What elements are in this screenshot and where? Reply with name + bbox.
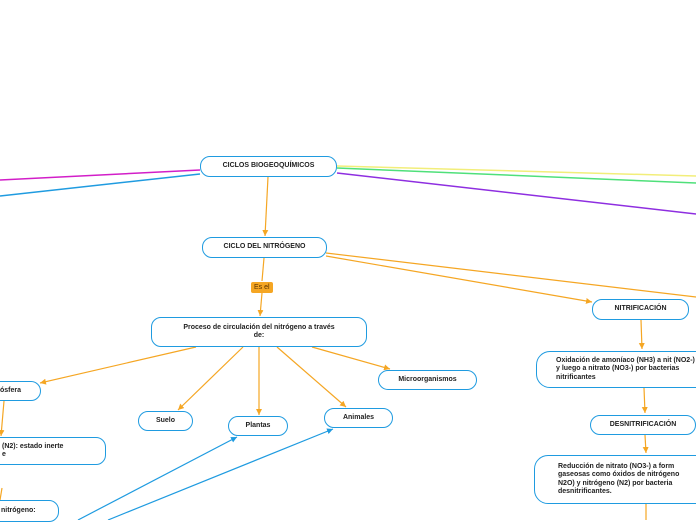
node-ciclo-nitrogeno[interactable]: CICLO DEL NITRÓGENO — [202, 237, 327, 258]
branch-yellow — [336, 165, 696, 177]
node-n2-text: (N2): estado inerte e — [2, 443, 63, 460]
node-fijacion-label: nitrógeno: — [1, 506, 36, 514]
branch-purple — [336, 172, 696, 215]
node-oxidacion-amoniaco[interactable]: Oxidación de amoníaco (NH3) a nit (NO2-)… — [536, 351, 696, 388]
arrow-oxidacion-desnitrificacion — [641, 387, 648, 414]
node-plantas[interactable]: Plantas — [228, 416, 288, 436]
arrow-nitrogeno-nitrificacion — [325, 255, 593, 304]
branch-green — [336, 167, 696, 184]
arrow-n2-fijacion — [0, 487, 3, 501]
node-desnitrificacion[interactable]: DESNITRIFICACIÓN — [590, 415, 696, 435]
node-fijacion-nitrogeno[interactable]: nitrógeno: — [0, 500, 59, 522]
arrow-fijacion-animales — [107, 428, 334, 520]
node-suelo-label: Suelo — [155, 416, 176, 424]
node-desnitrificacion-label: DESNITRIFICACIÓN — [609, 420, 677, 428]
node-ciclos-label: CICLOS BIOGEOQUÍMICOS — [222, 162, 315, 170]
node-ciclos-biogeoquimicos[interactable]: CICLOS BIOGEOQUÍMICOS — [200, 156, 337, 177]
node-atmosfera-label: ósfera — [0, 386, 21, 394]
node-plantas-label: Plantas — [245, 421, 271, 429]
node-nitrogeno-label: CICLO DEL NITRÓGENO — [223, 243, 306, 251]
node-n2-label: (N2): estado inerte — [2, 442, 64, 450]
arrow-proceso-microorganismos — [311, 346, 391, 371]
node-oxidacion-label: Oxidación de amoníaco (NH3) a nit (NO2-)… — [556, 356, 695, 381]
arrow-proceso-animales — [276, 346, 347, 408]
node-reduccion-nitrato[interactable]: Reducción de nitrato (NO3-) a form gaseo… — [534, 455, 696, 504]
label-es-el: Es el — [251, 282, 273, 293]
node-microorganismos-label: Microorganismos — [398, 375, 457, 383]
branch-magenta — [0, 169, 201, 181]
arrow-ciclos-nitrogeno — [262, 176, 269, 237]
arrow-nitrogeno-tag — [261, 257, 265, 282]
arrow-proceso-suelo — [177, 346, 244, 411]
node-proceso-circulacion[interactable]: Proceso de circulación del nitrógeno a t… — [151, 317, 367, 347]
arrow-tag-proceso — [257, 292, 264, 317]
node-nitrificacion-label: NITRIFICACIÓN — [614, 305, 667, 313]
node-suelo[interactable]: Suelo — [138, 411, 193, 431]
node-atmosfera[interactable]: ósfera — [0, 381, 41, 401]
arrow-fijacion-plantas — [77, 436, 238, 520]
arrow-desnitrificacion-reduccion — [642, 434, 649, 454]
node-n2-estado-inerte[interactable]: (N2): estado inerte e — [0, 437, 106, 465]
arrow-proceso-atmosfera — [39, 346, 197, 385]
node-reduccion-label: Reducción de nitrato (NO3-) a form gaseo… — [558, 462, 680, 496]
arrow-nitrificacion-oxidacion — [638, 319, 645, 350]
arrow-atmosfera-n2 — [0, 400, 5, 437]
node-n2-label-2: e — [2, 451, 6, 458]
node-proceso-label: Proceso de circulación del nitrógeno a t… — [183, 323, 335, 340]
node-animales[interactable]: Animales — [324, 408, 393, 428]
arrow-nitrogeno-offright — [325, 252, 696, 298]
node-nitrificacion[interactable]: NITRIFICACIÓN — [592, 299, 689, 320]
node-animales-label: Animales — [342, 413, 375, 421]
branch-blue — [0, 173, 201, 197]
node-microorganismos[interactable]: Microorganismos — [378, 370, 477, 390]
